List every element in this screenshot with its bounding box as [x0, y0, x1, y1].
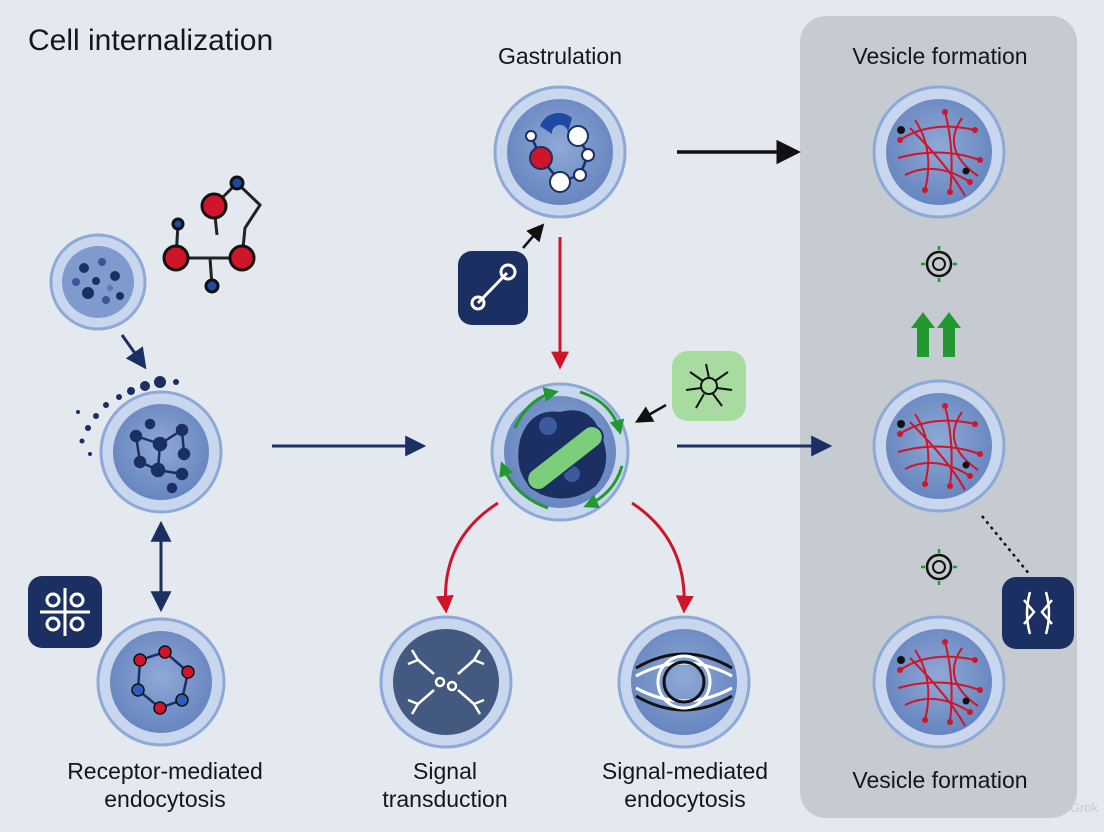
dotted-arc	[76, 376, 179, 456]
vesicle-cell-bottom	[872, 615, 1006, 749]
label-line: endocytosis	[624, 786, 746, 812]
watermark: Grok	[1069, 800, 1098, 815]
membrane-icon	[635, 652, 733, 712]
cell-central	[490, 382, 630, 522]
label-receptor-mediated-endocytosis: Receptor-mediated endocytosis	[40, 757, 290, 813]
label-vesicle-formation-bottom: Vesicle formation	[852, 767, 1028, 793]
target-icon	[921, 246, 957, 282]
link-icon	[458, 251, 528, 325]
channel-icon	[1002, 577, 1074, 649]
label-line: Signal-mediated	[601, 758, 769, 784]
neuron-icon	[672, 351, 746, 421]
cell-signal-mediated	[617, 615, 751, 749]
label-vesicle-formation-top: Vesicle formation	[852, 43, 1028, 69]
label-line: Receptor-mediated	[67, 758, 263, 784]
label-gastrulation: Gastrulation	[497, 43, 622, 69]
label-line: Signal	[413, 758, 477, 784]
vesicle-cell-middle	[872, 379, 1006, 513]
grid-icon	[28, 576, 102, 648]
molecule-icon	[162, 175, 262, 294]
vesicle-cell-top	[872, 85, 1006, 219]
cell-signal-transduction	[379, 615, 513, 749]
cell-gastrulation	[493, 85, 627, 219]
up-arrows-icon	[911, 312, 961, 357]
label-signal-transduction: Signal transduction	[350, 757, 540, 813]
cell-receptor	[96, 617, 226, 747]
target-icon-2	[921, 549, 957, 585]
label-line: transduction	[382, 786, 508, 812]
page-title: Cell internalization	[28, 24, 274, 57]
label-signal-mediated-endocytosis: Signal-mediated endocytosis	[575, 757, 795, 813]
label-line: endocytosis	[104, 786, 226, 812]
cell-network-left	[99, 390, 223, 514]
cell-small-speckled	[49, 233, 147, 331]
